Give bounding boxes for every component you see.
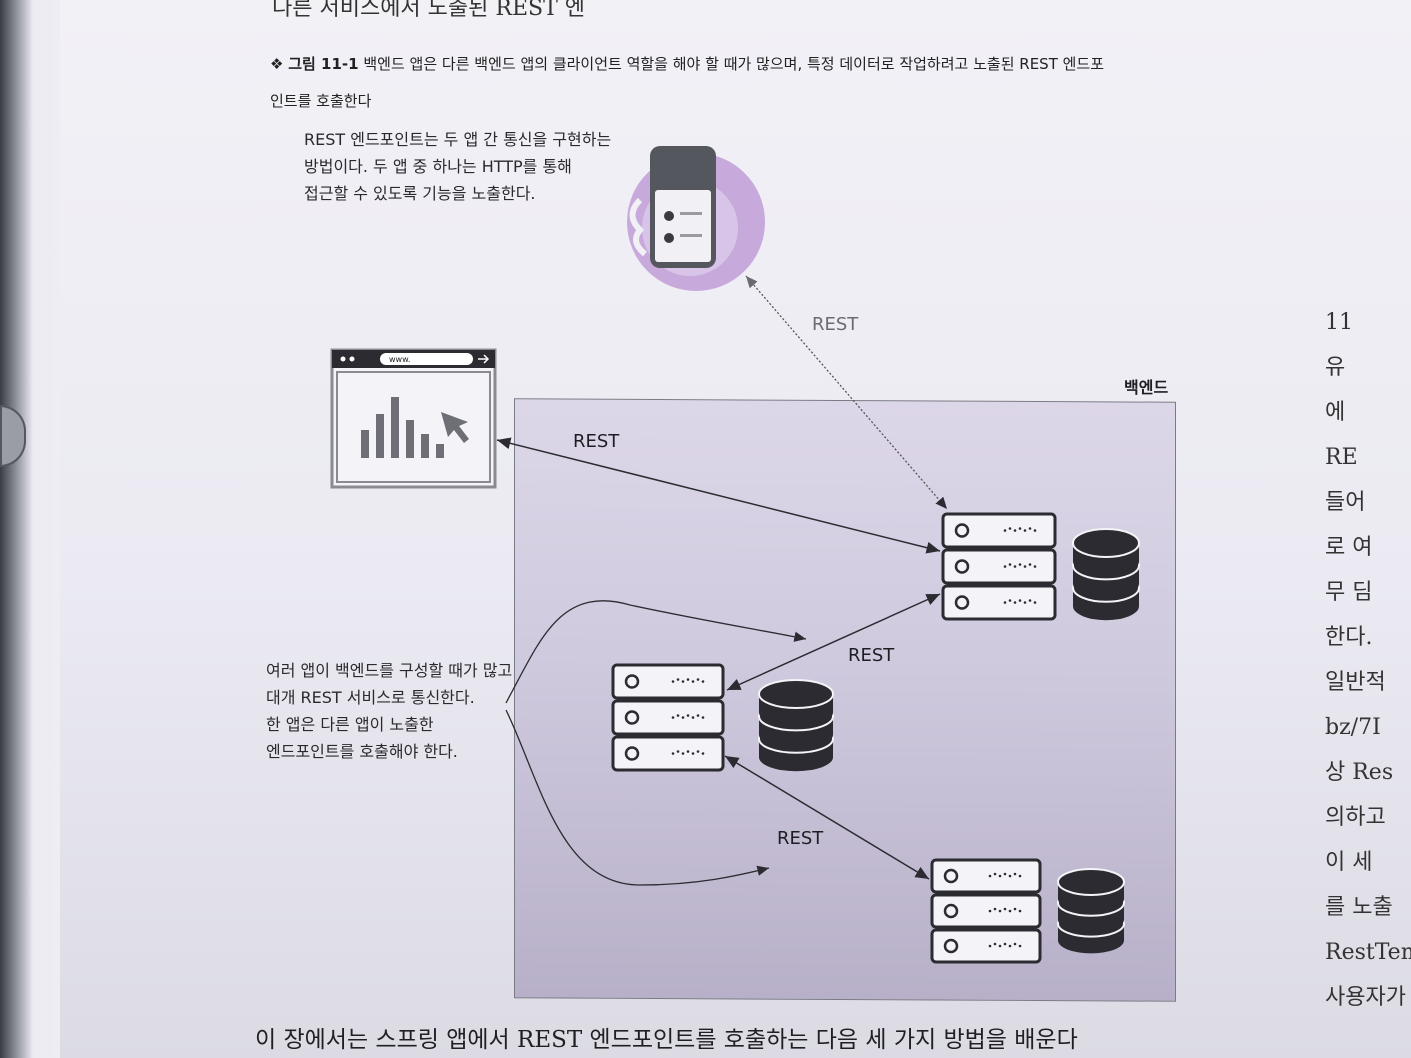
note-rest-endpoint: REST 엔드포인트는 두 앱 간 통신을 구현하는 방법이다. 두 앱 중 하… bbox=[304, 126, 611, 207]
body-text-line: 이 장에서는 스프링 앱에서 REST 엔드포인트를 호출하는 다음 세 가지 … bbox=[255, 1027, 1078, 1053]
rest-label-bottom: REST bbox=[777, 828, 824, 849]
facing-line: 한다. bbox=[1325, 625, 1373, 650]
server-rack-icon bbox=[941, 512, 1057, 621]
facing-line: 유 bbox=[1325, 355, 1346, 380]
pointer-arrow-upper bbox=[505, 600, 807, 704]
mobile-phone-icon bbox=[627, 146, 765, 291]
bottom-server-arrow bbox=[724, 755, 930, 880]
browser-server-arrow bbox=[496, 437, 941, 554]
rest-label-middle: REST bbox=[848, 645, 895, 666]
facing-line: bz/7I bbox=[1325, 715, 1381, 740]
caption-line-2: 인트를 호출한다 bbox=[270, 92, 372, 110]
note-top-line: 방법이다. 두 앱 중 하나는 HTTP를 통해 bbox=[304, 157, 572, 176]
facing-line: 의하고 bbox=[1325, 805, 1386, 830]
backend-label: 백엔드 bbox=[1124, 378, 1169, 397]
note-left-line: 대개 REST 서비스로 통신한다. bbox=[266, 688, 475, 707]
facing-line: 상 Res bbox=[1325, 760, 1394, 785]
database-icon bbox=[758, 679, 834, 772]
rest-label-browser: REST bbox=[573, 431, 620, 452]
figure-caption: ❖ 그림 11-1 백엔드 앱은 다른 백엔드 앱의 클라이언트 역할을 해야 … bbox=[270, 46, 1190, 120]
facing-line: RestTem bbox=[1325, 940, 1411, 965]
note-top-line: 접근할 수 있도록 기능을 노출한다. bbox=[304, 184, 536, 203]
facing-line: 를 노출 bbox=[1325, 895, 1393, 920]
server-rack-icon bbox=[930, 858, 1042, 964]
database-icon bbox=[1072, 528, 1140, 621]
middle-server-arrow bbox=[726, 593, 941, 691]
caption-line-1: 백엔드 앱은 다른 백엔드 앱의 클라이언트 역할을 해야 할 때가 많으며, … bbox=[363, 55, 1105, 73]
facing-line: 들어 bbox=[1325, 490, 1366, 515]
note-backend-communication: 여러 앱이 백엔드를 구성할 때가 많고 대개 REST 서비스로 통신한다. … bbox=[266, 657, 512, 765]
facing-line: 에 bbox=[1325, 400, 1346, 425]
browser-chart-icon: www. bbox=[330, 348, 497, 489]
figure-number: 그림 11-1 bbox=[288, 55, 359, 73]
note-left-line: 엔드포인트를 호출해야 한다. bbox=[266, 742, 458, 761]
browser-url: www. bbox=[389, 355, 410, 364]
facing-line: 사용자가 bbox=[1325, 985, 1406, 1010]
note-left-line: 한 앱은 다른 앱이 노출한 bbox=[266, 715, 434, 734]
facing-line: 일반적 bbox=[1325, 670, 1386, 695]
facing-line: 로 여 bbox=[1325, 535, 1373, 560]
facing-line: 이 세 bbox=[1325, 850, 1373, 875]
facing-line: 무 딤 bbox=[1325, 580, 1373, 605]
facing-page-text: 11 유 에 RE 들어 로 여 무 딤 한다. 일반적 bz/7I 상 Res… bbox=[1325, 300, 1411, 1020]
mobile-server-arrow bbox=[745, 275, 948, 510]
rest-label-mobile: REST bbox=[812, 314, 859, 335]
server-rack-icon bbox=[611, 663, 725, 772]
note-top-line: REST 엔드포인트는 두 앱 간 통신을 구현하는 bbox=[304, 130, 612, 149]
note-left-line: 여러 앱이 백엔드를 구성할 때가 많고 bbox=[266, 661, 513, 680]
database-icon bbox=[1057, 868, 1125, 954]
caption-marker: ❖ bbox=[270, 55, 284, 73]
facing-line: RE bbox=[1325, 445, 1358, 470]
previous-text-fragment: 다른 서비스에서 노출된 REST 엔 bbox=[272, 0, 585, 21]
facing-line: 11 bbox=[1325, 310, 1353, 335]
pointer-arrow-lower bbox=[505, 709, 770, 886]
